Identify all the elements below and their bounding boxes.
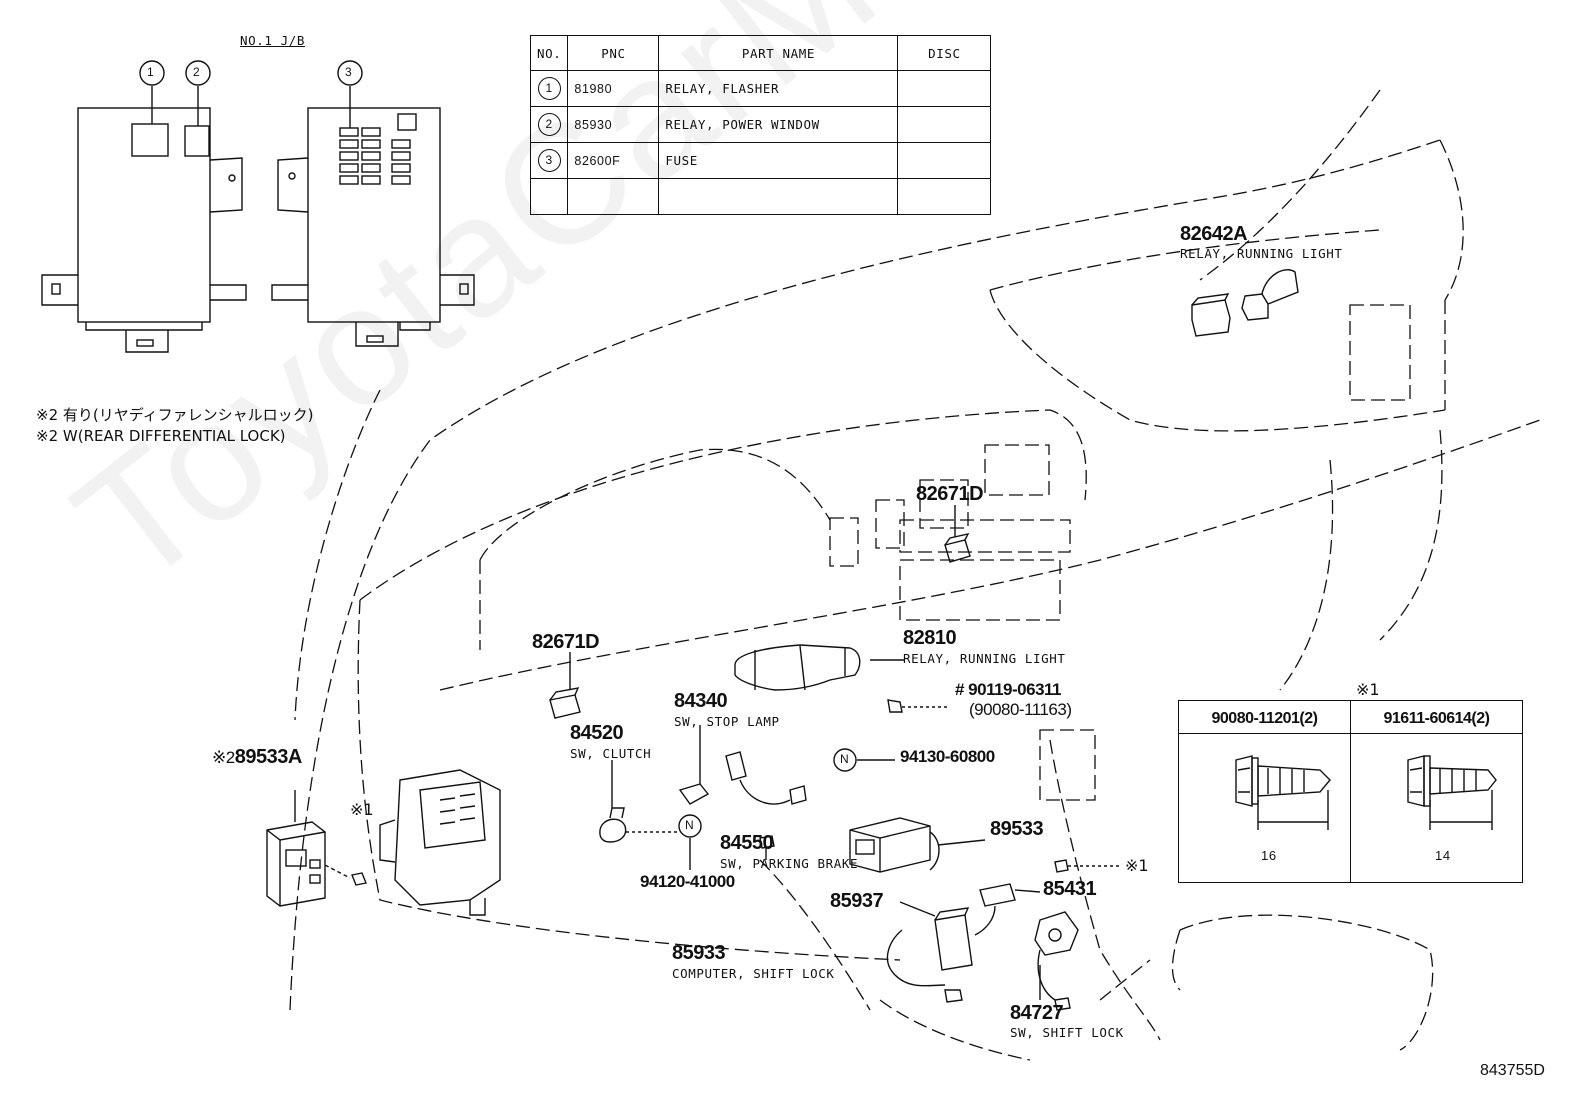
row-disc — [897, 70, 992, 107]
n-mark-lower-circle — [678, 814, 702, 838]
bolt-2-cell: 14 — [1350, 733, 1523, 883]
relay-running-light-82810-drawing — [734, 644, 905, 691]
row-disc — [897, 178, 992, 215]
callout-89533A-prefix: ※2 — [212, 748, 235, 767]
dashboard-outline — [289, 89, 1541, 1061]
callout-90119-pnc: # 90119-06311 — [955, 680, 1062, 699]
callout-82642A-name: RELAY, RUNNING LIGHT — [1180, 246, 1343, 261]
switch-85431-drawing — [974, 883, 1041, 936]
callout-90119-alt: (90080-11163) — [969, 700, 1072, 719]
row-name: FUSE — [658, 142, 899, 179]
note-japanese: ※2 有り(リヤディファレンシャルロック) — [36, 406, 314, 424]
row-name: RELAY, POWER WINDOW — [658, 106, 899, 143]
drawing-id: 843755D — [1480, 1062, 1545, 1079]
callout-82810-pnc: 82810 — [903, 627, 957, 649]
callout-94120-pnc: 94120-41000 — [640, 872, 735, 891]
parts-table-header: NO. PNC PART NAME DISC — [529, 35, 992, 71]
bolts-table: 90080-11201(2) 91611-60614(2) 16 14 — [1178, 700, 1523, 883]
callout-85933-pnc: 85933 — [672, 942, 726, 964]
callout-84520-pnc: 84520 — [570, 722, 624, 744]
relay-running-light-82642A-drawing — [1191, 269, 1299, 337]
callout-84550-name: SW, PARKING BRAKE — [720, 856, 859, 871]
bolts-table-mark: ※1 — [1356, 680, 1380, 699]
bolt-1-length: 16 — [1261, 848, 1277, 863]
callout-85431-pnc: 85431 — [1043, 878, 1097, 900]
relay-82671D-lower-drawing — [549, 652, 581, 719]
callout-94130-pnc: 94130-60800 — [900, 747, 995, 766]
clutch-switch-84520-drawing — [599, 760, 680, 843]
jb-callout-2: 2 — [193, 65, 200, 79]
bolt-2-length: 14 — [1435, 848, 1451, 863]
header-pnc: PNC — [567, 35, 660, 71]
n-mark-upper-circle — [833, 748, 857, 772]
callout-89533A-pnc: 89533A — [234, 746, 303, 768]
callout-x1-right: ※1 — [1125, 856, 1149, 875]
shift-lock-computer-85933-drawing — [886, 901, 973, 1003]
row-no: 2 — [537, 113, 561, 136]
callout-85933-name: COMPUTER, SHIFT LOCK — [672, 966, 835, 981]
jb-callout-3: 3 — [345, 65, 352, 79]
stop-lamp-switch-84340-drawing — [678, 725, 807, 805]
bolt-right-drawing — [1054, 859, 1122, 873]
callout-89533A: ※289533A — [212, 746, 302, 769]
jb-callout-1: 1 — [147, 65, 154, 79]
header-disc: DISC — [897, 35, 992, 71]
callout-82671D-upper: 82671D — [916, 483, 984, 505]
callout-84550-pnc: 84550 — [720, 832, 774, 854]
callout-x1-left: ※1 — [350, 800, 374, 819]
table-row: 1 81980 RELAY, FLASHER — [529, 70, 992, 107]
bolt-1-cell: 16 — [1178, 733, 1351, 883]
computer-89533-drawing — [849, 817, 986, 873]
callout-84520-name: SW, CLUTCH — [570, 746, 652, 761]
table-row — [529, 178, 992, 215]
callout-84340-name: SW, STOP LAMP — [674, 714, 780, 729]
callout-82642A-pnc: 82642A — [1180, 223, 1248, 245]
row-name: RELAY, FLASHER — [658, 70, 899, 107]
row-no — [529, 178, 569, 215]
n-mark-lower: N — [685, 818, 694, 832]
callout-84727-name: SW, SHIFT LOCK — [1010, 1025, 1124, 1040]
shift-lock-switch-84727-drawing — [1034, 911, 1079, 1011]
parts-table: NO. PNC PART NAME DISC 1 81980 RELAY, FL… — [529, 35, 992, 215]
row-pnc: 82600F — [567, 142, 660, 179]
callout-84340-pnc: 84340 — [674, 690, 728, 712]
callout-82810-name: RELAY, RUNNING LIGHT — [903, 651, 1066, 666]
row-disc — [897, 142, 992, 179]
row-name — [658, 178, 899, 215]
callout-85937-pnc: 85937 — [830, 890, 884, 912]
fuse-grid — [339, 127, 411, 185]
parking-brake-switch-84550-drawing — [759, 835, 775, 860]
bolt-2-pn: 91611-60614(2) — [1350, 700, 1523, 734]
module-89533A-drawing — [266, 790, 367, 907]
row-no: 3 — [537, 149, 561, 172]
callout-89533-pnc: 89533 — [990, 818, 1044, 840]
junction-box-title: NO.1 J/B — [240, 33, 306, 48]
callout-84727-pnc: 84727 — [1010, 1002, 1064, 1024]
row-pnc — [567, 178, 660, 215]
relay-82671D-upper-drawing — [944, 505, 971, 563]
row-disc — [897, 106, 992, 143]
n-mark-upper: N — [840, 752, 849, 766]
row-pnc: 81980 — [567, 70, 660, 107]
bolt-90119-drawing — [887, 699, 950, 713]
row-no: 1 — [537, 77, 561, 100]
callout-82671D-lower: 82671D — [532, 631, 600, 653]
table-row: 3 82600F FUSE — [529, 142, 992, 179]
junction-box-rear — [271, 60, 475, 347]
junction-box-front — [41, 60, 247, 353]
header-part-name: PART NAME — [658, 35, 899, 71]
note-english: ※2 W(REAR DIFFERENTIAL LOCK) — [36, 427, 286, 445]
table-row: 2 85930 RELAY, POWER WINDOW — [529, 106, 992, 143]
bolt-1-pn: 90080-11201(2) — [1178, 700, 1351, 734]
row-pnc: 85930 — [567, 106, 660, 143]
header-no: NO. — [529, 35, 569, 71]
lower-fuse-box-drawing — [379, 769, 501, 916]
